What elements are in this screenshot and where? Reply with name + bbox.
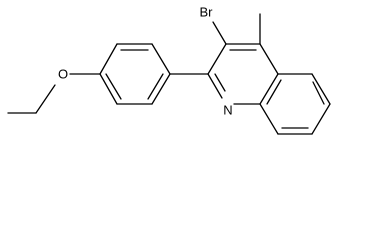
atom-bromine: Br (200, 5, 214, 20)
benzo-ring (259, 73, 331, 135)
bond-ethyl-ch2-o (35, 84, 56, 114)
bond-c3-br (212, 21, 227, 45)
ethyl-group (7, 84, 56, 114)
benzo-double-3 (266, 79, 282, 105)
atom-oxygen: O (58, 67, 68, 82)
chemical-structure: O Br N (7, 5, 331, 135)
pyridine-ring (207, 43, 279, 105)
phenyl-bond-3 (151, 43, 171, 75)
benzo-bond-2 (311, 73, 331, 105)
phenyl-double-3 (105, 73, 122, 100)
pyr-bond-n-c2 (207, 73, 223, 99)
phenyl-double-2 (147, 73, 164, 100)
atom-nitrogen: N (223, 103, 232, 118)
phenyl-bond-4 (151, 73, 171, 105)
phenyl-bond-6 (99, 73, 118, 105)
pyr-double-c2-n (214, 73, 226, 92)
benzo-bond-5 (259, 103, 279, 135)
phenyl-ring (99, 43, 171, 105)
benzo-bond-3 (311, 103, 331, 135)
pyr-bond-c2-c3 (207, 43, 227, 75)
benzo-double-1 (312, 81, 325, 105)
pyr-bond-c4a-c8a (259, 73, 279, 105)
pyr-bond-c4-c4a (259, 43, 279, 75)
phenyl-bond-1 (99, 43, 118, 75)
